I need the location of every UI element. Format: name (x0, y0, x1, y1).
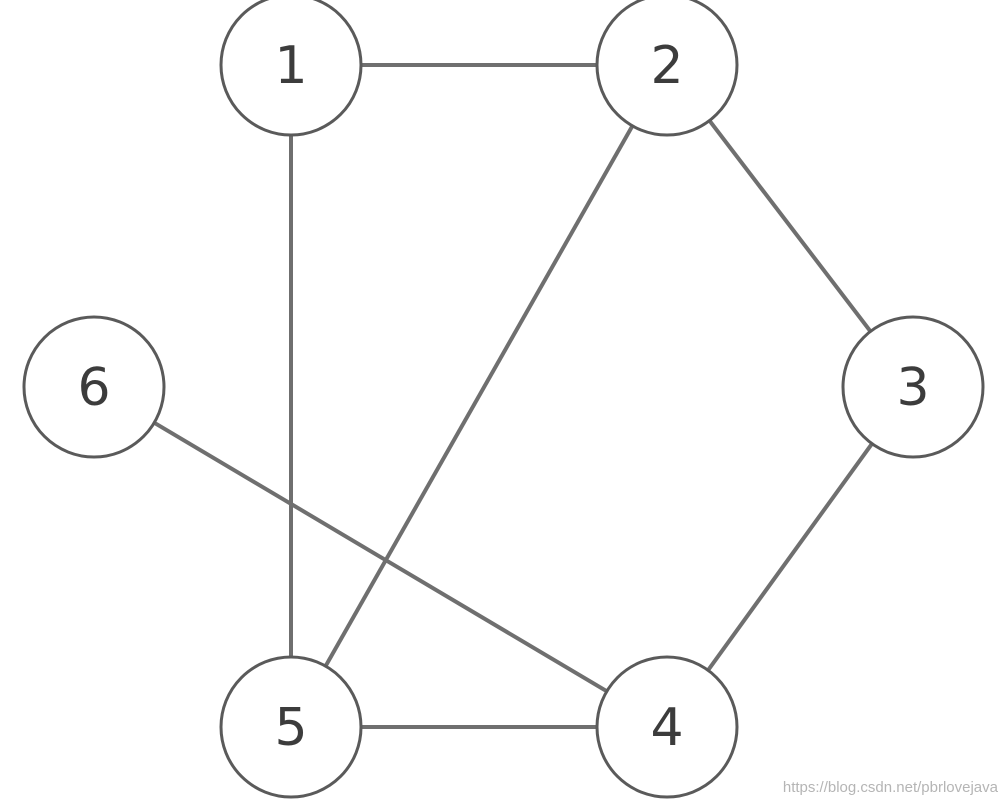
node-label-3: 3 (896, 358, 929, 418)
node-circle-3 (841, 315, 985, 459)
node-label-5: 5 (274, 698, 307, 758)
node-circle-2 (595, 0, 739, 137)
watermark: https://blog.csdn.net/pbrlovejava (782, 779, 998, 796)
node-label-1: 1 (274, 36, 307, 96)
node-2: 2 (595, 0, 739, 137)
node-3: 3 (841, 315, 985, 459)
edges-layer (92, 63, 915, 729)
node-label-4: 4 (650, 698, 683, 758)
node-circle-4 (595, 655, 739, 799)
node-1: 1 (219, 0, 363, 137)
node-5: 5 (219, 655, 363, 799)
node-label-2: 2 (650, 36, 683, 96)
edge-2-5 (289, 64, 669, 728)
node-circle-6 (22, 315, 166, 459)
nodes-layer: 1 2 3 4 5 6 (22, 0, 985, 799)
node-label-6: 6 (77, 358, 110, 418)
node-6: 6 (22, 315, 166, 459)
edge-6-4 (92, 385, 669, 729)
node-4: 4 (595, 655, 739, 799)
node-circle-5 (219, 655, 363, 799)
node-circle-1 (219, 0, 363, 137)
